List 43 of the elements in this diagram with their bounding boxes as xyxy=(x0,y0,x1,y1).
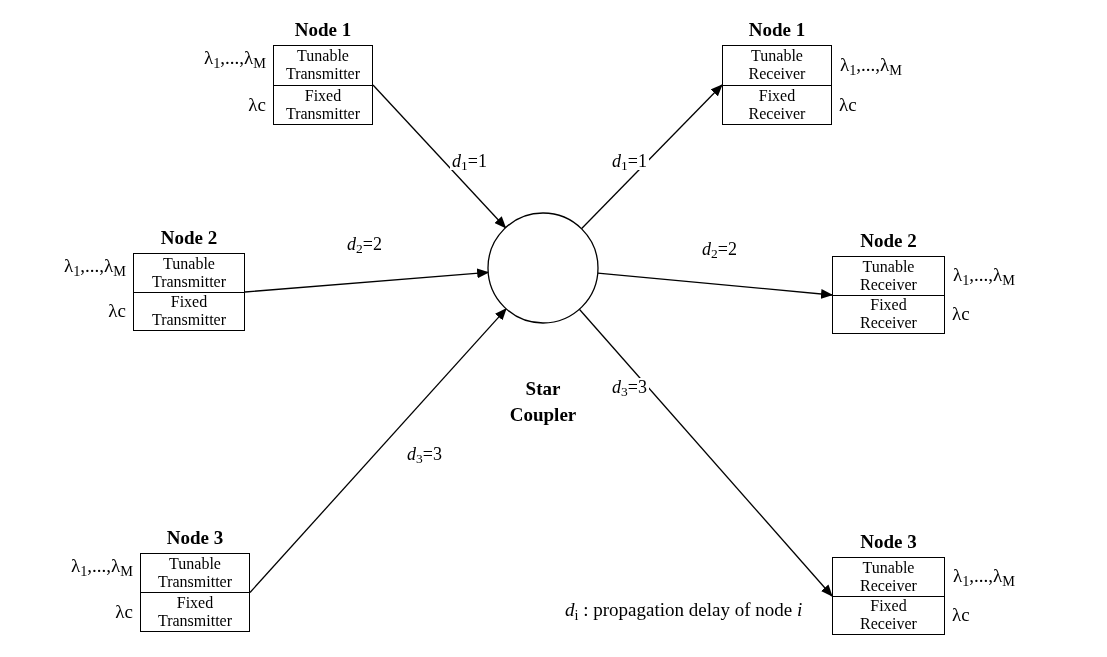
node-heading: Node 2 xyxy=(859,229,918,253)
wavelength-label: λ$_{1}$,...,λ$_{M}$ xyxy=(204,48,266,68)
node-heading: Node 3 xyxy=(859,530,918,554)
module-label: Tunable Receiver xyxy=(859,558,918,595)
wavelength-label: λc xyxy=(952,304,970,325)
wavelength-label: λc xyxy=(952,605,970,626)
module-label: Fixed Transmitter xyxy=(150,293,228,330)
edge-label: d$_{2}$=2 xyxy=(345,235,384,253)
arrow xyxy=(578,308,833,597)
edge-label: d$_{3}$=3 xyxy=(405,445,444,463)
node-heading: Node 3 xyxy=(165,526,225,550)
module-label: Tunable Receiver xyxy=(747,47,807,84)
arrow xyxy=(597,272,833,299)
node-heading: Node 2 xyxy=(159,226,219,250)
module-label: Fixed Receiver xyxy=(859,597,918,634)
edge-label: d$_{2}$=2 xyxy=(700,240,739,258)
arrow xyxy=(249,308,507,594)
arrow xyxy=(580,84,723,230)
module-label: Fixed Transmitter xyxy=(156,594,234,630)
wavelength-label: λc xyxy=(108,301,126,322)
module-label: Tunable Transmitter xyxy=(156,555,234,591)
wavelength-label: λc xyxy=(839,94,857,115)
node-heading: Node 1 xyxy=(293,18,353,42)
module-label: Fixed Receiver xyxy=(747,86,807,123)
edge-label: d$_{1}$=1 xyxy=(610,152,649,170)
edge-label: d$_{1}$=1 xyxy=(450,152,489,170)
wavelength-label: λ$_{1}$,...,λ$_{M}$ xyxy=(953,566,1015,586)
coupler-label: Star Coupler xyxy=(508,377,578,427)
module-label: Fixed Receiver xyxy=(859,296,918,333)
wavelength-label: λ$_{1}$,...,λ$_{M}$ xyxy=(71,556,133,576)
edge-label: d$_{3}$=3 xyxy=(610,378,649,396)
module-label: Fixed Transmitter xyxy=(284,86,362,123)
wavelength-label: λ$_{1}$,...,λ$_{M}$ xyxy=(64,256,126,276)
wavelength-label: λ$_{1}$,...,λ$_{M}$ xyxy=(953,265,1015,285)
arrow xyxy=(372,84,507,229)
wavelength-label: λc xyxy=(115,602,133,622)
wavelength-label: λ$_{1}$,...,λ$_{M}$ xyxy=(840,55,902,75)
note-text: d$_{i}$ : propagation delay of node i xyxy=(565,600,803,620)
module-label: Tunable Receiver xyxy=(859,257,918,294)
module-label: Tunable Transmitter xyxy=(284,47,362,84)
wavelength-label: λc xyxy=(248,94,266,115)
node-heading: Node 1 xyxy=(747,18,807,42)
module-label: Tunable Transmitter xyxy=(150,254,228,291)
